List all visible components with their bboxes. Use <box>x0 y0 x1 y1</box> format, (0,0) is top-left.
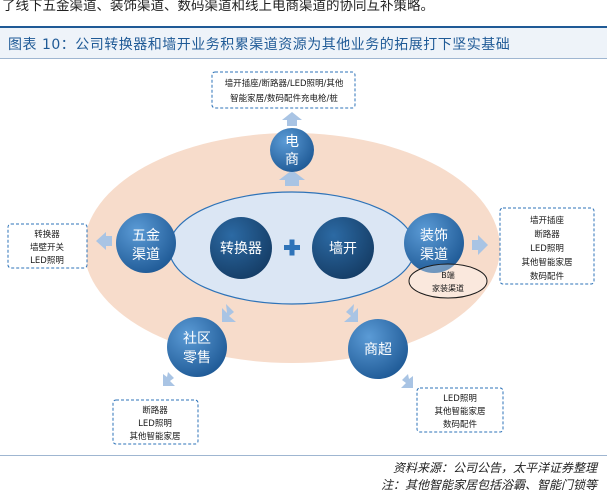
ecommerce-products-box <box>211 71 356 109</box>
hardware-products-box <box>7 223 88 269</box>
decor-label-line2: 渠道 <box>420 247 448 263</box>
ecommerce-products-line2: 智能家居/数码配件充电枪/桩 <box>230 93 338 104</box>
wall-switch-node <box>312 217 374 279</box>
wall-switch-label: 墙开 <box>329 241 357 257</box>
community-products-line2: LED照明 <box>138 419 172 429</box>
hardware-products-line3: LED照明 <box>30 256 64 266</box>
plus-icon <box>284 239 300 256</box>
community-products-box <box>112 399 199 445</box>
arrow-up-icon <box>282 112 302 126</box>
figure-title: 图表 10：公司转换器和墙开业务积累渠道资源为其他业务的拓展打下坚实基础 <box>8 37 511 53</box>
arrow-right-icon <box>472 235 488 255</box>
ecommerce-label-line1: 电 <box>285 134 299 150</box>
b-end-tag-line1: B端 <box>441 270 455 280</box>
hardware-channel-node <box>116 213 176 273</box>
decor-products-line2: 断路器 <box>534 229 560 240</box>
b-end-tag-line2: 家装渠道 <box>432 283 464 293</box>
arrow-down-left-icon <box>163 372 175 386</box>
arrow-down-right-icon <box>344 304 358 322</box>
supermarket-node <box>348 319 408 379</box>
hardware-label-line1: 五金 <box>132 228 160 244</box>
community-label-line1: 社区 <box>183 331 211 347</box>
decor-products-line1: 墙开插座 <box>530 215 565 226</box>
arrow-up-icon <box>279 170 305 186</box>
community-products-line1: 断路器 <box>142 405 168 416</box>
figure-title-bar: 图表 10：公司转换器和墙开业务积累渠道资源为其他业务的拓展打下坚实基础 <box>0 26 607 59</box>
ecommerce-products-line1: 墙开插座/断路器/LED照明/其他 <box>225 78 344 89</box>
decor-products-line3: LED照明 <box>530 244 564 254</box>
intro-text: 了线下五金渠道、装饰渠道、数码渠道和线上电商渠道的协同互补策略。 <box>2 0 434 14</box>
supermarket-products-line3: 数码配件 <box>443 419 478 430</box>
supermarket-label: 商超 <box>364 342 392 358</box>
converter-node <box>210 217 272 279</box>
arrow-left-icon <box>96 232 112 250</box>
decor-products-line5: 数码配件 <box>530 271 565 282</box>
flow-arrows <box>96 112 488 388</box>
hardware-label-line2: 渠道 <box>132 247 160 263</box>
ecommerce-label-line2: 商 <box>285 152 299 168</box>
hardware-products-line1: 转换器 <box>34 229 60 240</box>
converter-label: 转换器 <box>220 240 262 257</box>
bottom-divider <box>0 455 607 456</box>
b-end-tag <box>408 263 488 299</box>
footnote: 注：其他智能家居包括浴霸、智能门锁等 <box>380 478 597 492</box>
ecommerce-node <box>270 128 314 172</box>
decor-products-box <box>499 207 595 285</box>
community-label-line2: 零售 <box>183 350 211 366</box>
arrow-down-right-icon <box>401 374 413 388</box>
source-note: 资料来源：公司公告，太平洋证券整理 <box>392 461 597 475</box>
supermarket-products-box <box>416 387 504 433</box>
supermarket-products-line2: 其他智能家居 <box>434 406 485 417</box>
community-products-line3: 其他智能家居 <box>129 431 180 442</box>
hardware-products-line2: 墙壁开关 <box>30 242 65 253</box>
arrow-down-left-icon <box>222 304 236 322</box>
decor-channel-node <box>404 213 464 273</box>
decor-label-line1: 装饰 <box>420 228 448 244</box>
supermarket-products-line1: LED照明 <box>443 394 477 404</box>
decor-products-line4: 其他智能家居 <box>521 257 572 268</box>
community-retail-node <box>167 317 227 377</box>
